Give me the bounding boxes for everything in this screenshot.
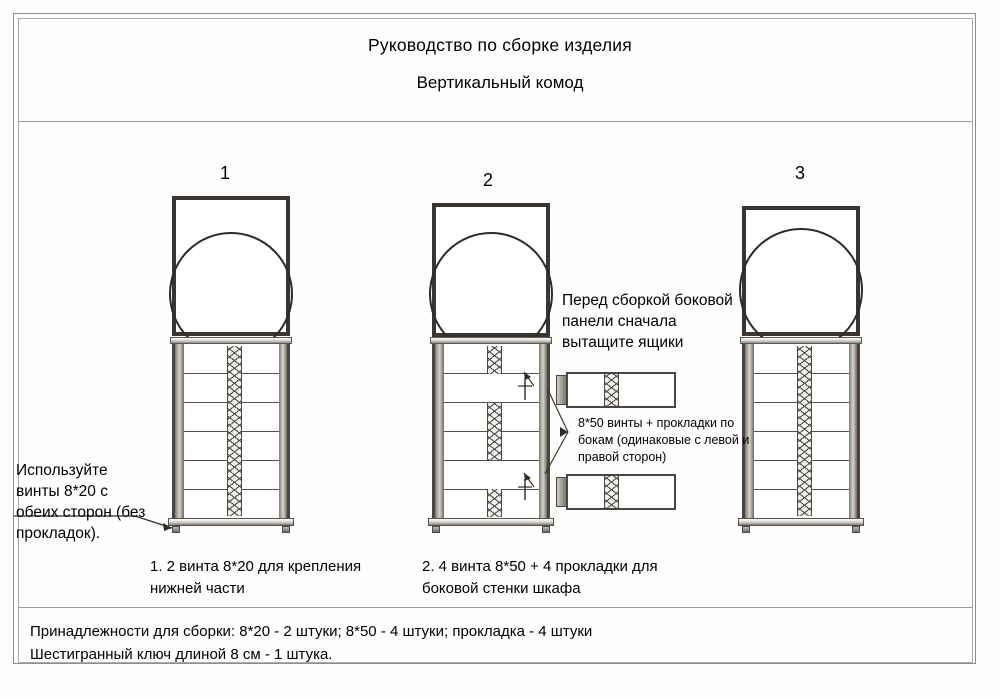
cabinet-handle-strip-2-lower [487,489,502,517]
drawer-pullout-upper-handle [604,374,619,406]
pullout-note: Перед сборкой боковой панели сначала выт… [562,292,733,351]
drawer-pullout-lower [566,474,676,510]
cabinet-right-post-1 [279,344,287,518]
drawer-pullout-upper [566,372,676,408]
parts-list-divider [19,607,972,608]
drawer-pullout-lower-handle [604,476,619,508]
cabinet-left-post-1 [175,344,184,518]
cabinet-foot-left-3 [742,526,750,533]
cabinet-foot-right-1 [282,526,290,533]
cabinet-top-2 [430,337,552,344]
page-border-inner [18,18,973,663]
cabinet-foot-left-1 [172,526,180,533]
cabinet-left-post-3 [745,344,754,518]
parts-list-line-2: Шестигранный ключ длиной 8 см - 1 штука. [30,646,333,663]
header-divider [19,121,972,122]
caption-step-2: 2. 4 винта 8*50 + 4 прокладки для боково… [422,558,658,597]
cabinet-right-post-2 [539,344,547,518]
left-note: Используйте винты 8*20 с обеих сторон (б… [16,462,146,542]
cabinet-left-post-2 [435,344,444,518]
cabinet-right-post-3 [849,344,857,518]
screw-note: 8*50 винты + прокладки по бокам (одинако… [578,416,750,464]
cabinet-base-3 [738,518,864,526]
drawer-divider-2-2 [444,402,539,403]
page-title: Руководство по сборке изделия [368,35,632,55]
cabinet-foot-right-2 [542,526,550,533]
cabinet-foot-right-3 [852,526,860,533]
page-border-outer [13,13,976,664]
cabinet-handle-strip-3 [797,346,812,516]
step-number-1: 1 [219,163,230,183]
cabinet-base-1 [168,518,294,526]
cabinet-handle-strip-2-upper [487,346,502,374]
cabinet-top-1 [170,337,292,344]
cabinet-handle-strip-1 [227,346,242,516]
parts-list-line-1: Принадлежности для сборки: 8*20 - 2 штук… [30,623,593,640]
cabinet-handle-strip-2-mid [487,403,502,460]
mirror-glass-3 [739,228,863,352]
caption-step-1: 1. 2 винта 8*20 для крепления нижней час… [150,558,362,597]
step-number-3: 3 [794,163,805,183]
step-number-2: 2 [482,170,493,190]
drawer-divider-2-4 [444,460,539,461]
cabinet-top-3 [740,337,862,344]
cabinet-base-2 [428,518,554,526]
cabinet-foot-left-2 [432,526,440,533]
page-subtitle: Вертикальный комод [416,73,584,92]
